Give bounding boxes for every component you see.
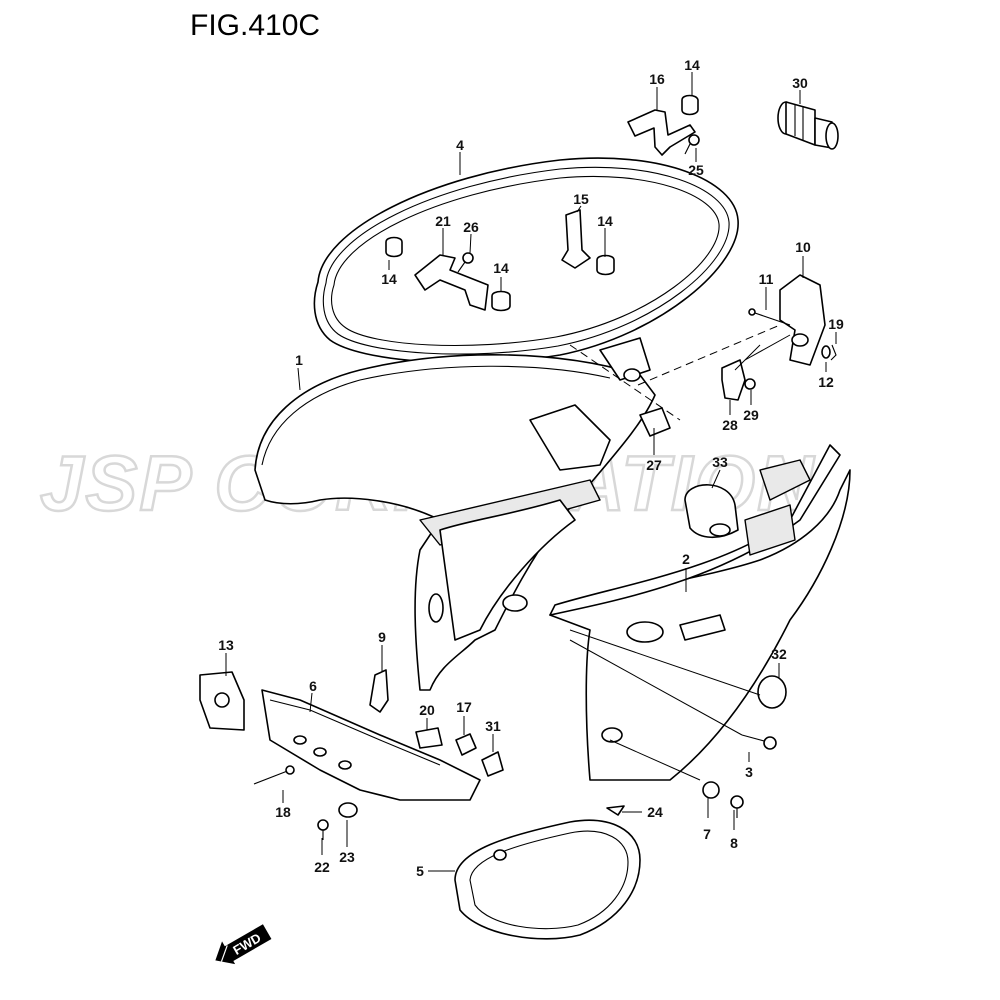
callout-19: 19 [828,316,844,332]
part-21-bracket [414,254,489,311]
callout-24: 24 [647,804,663,820]
figure-title: FIG.410C [190,9,320,42]
part-33-knob [684,484,739,539]
part-32-plug [757,675,787,709]
callout-4: 4 [456,137,464,153]
part-27-pad [639,407,671,437]
callout-3: 3 [745,764,753,780]
callout-26: 26 [463,219,479,235]
part-3-bolt [741,734,777,750]
callout-28: 28 [722,417,738,433]
part-17-sleeve [455,733,477,756]
guide-line [734,344,761,371]
part-8-bolt [730,795,744,818]
guide-line [569,344,681,421]
part-30-fitting [777,101,839,150]
callout-16: 16 [649,71,665,87]
part-26-bolt [457,252,474,273]
part-1-cover [254,337,656,691]
callout-14-left: 14 [381,271,397,287]
part-18-pin [253,765,295,785]
guide-line [637,324,781,386]
callout-17: 17 [456,699,472,715]
part-14-bumper-c [491,290,511,312]
part-29-bolt [744,378,756,390]
callout-1: 1 [295,352,303,368]
callout-23: 23 [339,849,355,865]
guide-line [609,739,701,781]
callout-labels: 1 2 3 4 5 6 7 8 9 10 11 12 13 14 14 14 1… [218,57,844,879]
callout-31: 31 [485,718,501,734]
callout-10: 10 [795,239,811,255]
callout-13: 13 [218,637,234,653]
part-7-grommet [702,781,720,799]
part-14-bumper-b [385,236,403,258]
callout-33: 33 [712,454,728,470]
part-4-seal [313,157,739,364]
callout-8: 8 [730,835,738,851]
part-25-bolt [684,134,700,155]
part-28-bracket [721,359,746,401]
part-9-lever [369,669,389,713]
part-12-washer [821,345,831,359]
callout-12: 12 [818,374,834,390]
callout-14-mid: 14 [493,260,509,276]
callout-30: 30 [792,75,808,91]
part-10-latch [779,274,826,366]
callout-6: 6 [309,678,317,694]
callout-27: 27 [646,457,662,473]
callout-5: 5 [416,863,424,879]
part-13-grommet [199,671,245,731]
leader-lines [225,72,837,872]
callout-14-right: 14 [597,213,613,229]
guide-line [569,629,761,696]
part-31-clip [481,751,504,777]
callout-29: 29 [743,407,759,423]
callout-32: 32 [771,646,787,662]
part-24-clip [606,805,625,816]
callout-20: 20 [419,702,435,718]
part-19-clip [830,344,837,361]
part-20-clip [415,727,443,749]
callout-11: 11 [759,271,774,287]
part-5-seal [454,819,641,940]
callout-18: 18 [275,804,291,820]
part-15-bracket [561,209,591,269]
callout-9: 9 [378,629,386,645]
callout-2: 2 [682,551,690,567]
part-23-bushing [338,802,358,818]
part-14-bumper-d [596,254,615,276]
fwd-arrow-icon: FWD [215,924,272,965]
callout-21: 21 [435,213,451,229]
callout-22: 22 [314,859,330,875]
part-11-pin [748,308,791,326]
callout-25: 25 [688,162,704,178]
part-14-bumper-a [681,94,699,116]
callout-7: 7 [703,826,711,842]
guide-line [569,639,743,736]
callout-14-top: 14 [684,57,700,73]
callout-15: 15 [573,191,589,207]
part-22-bolt [317,819,329,840]
part-6-frame [261,689,481,801]
part-16-bracket [627,109,696,156]
guide-line [744,334,791,361]
part-2-cover [549,444,851,781]
